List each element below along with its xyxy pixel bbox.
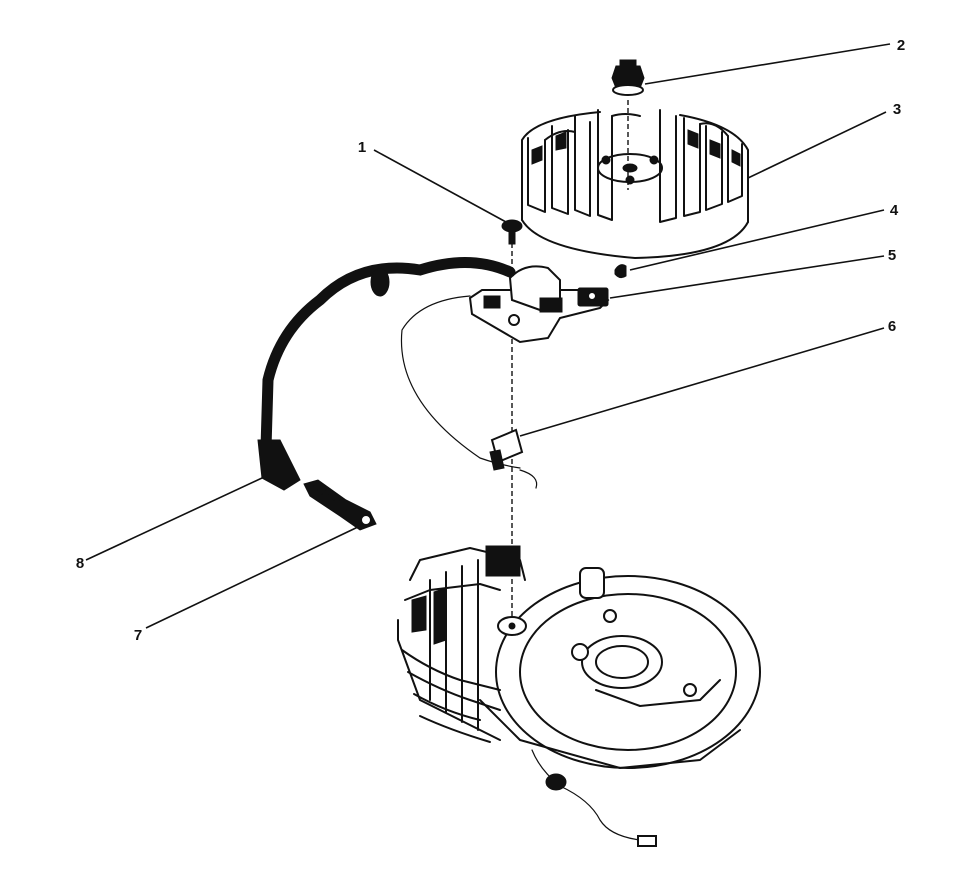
callout-4: 4 <box>890 202 899 219</box>
flywheel-key <box>614 264 627 279</box>
flywheel-nut <box>611 59 645 96</box>
leader-3 <box>747 111 887 179</box>
leader-4 <box>629 209 885 271</box>
engine-block <box>397 545 761 769</box>
leader-5 <box>609 255 885 299</box>
leader-7 <box>145 525 361 629</box>
callout-3: 3 <box>893 101 901 118</box>
spark-plug-wire <box>257 257 516 491</box>
stop-wire <box>531 749 657 847</box>
spark-plug <box>303 479 377 531</box>
callout-1: 1 <box>358 139 366 156</box>
callout-8: 8 <box>76 555 84 572</box>
callout-6: 6 <box>888 318 896 335</box>
callout-2: 2 <box>897 37 905 54</box>
ground-bracket <box>489 428 538 489</box>
leader-1 <box>373 149 507 223</box>
leader-2 <box>644 43 891 85</box>
flywheel <box>521 109 749 259</box>
ignition-module <box>468 265 610 344</box>
leader-6 <box>519 327 885 437</box>
ignition-screw <box>501 219 523 245</box>
callout-5: 5 <box>888 247 896 264</box>
callout-7: 7 <box>134 627 142 644</box>
leader-8 <box>85 477 263 561</box>
